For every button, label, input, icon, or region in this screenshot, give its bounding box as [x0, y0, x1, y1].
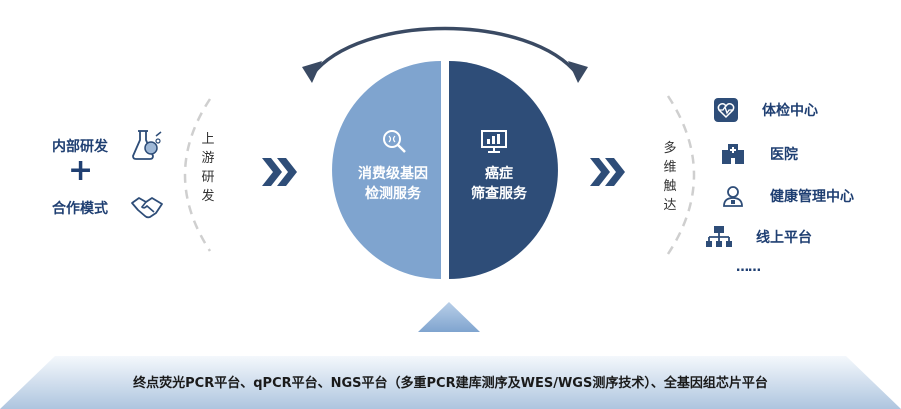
right-item-checkup-center: 体检中心: [714, 98, 818, 122]
platform-band: [0, 356, 901, 409]
center-circle-shape: [332, 61, 558, 279]
monitor-chart-icon: [481, 130, 507, 153]
doctor-icon: [723, 186, 743, 207]
right-chevrons: [590, 158, 625, 186]
upstream-rd-text: 上 游 研 发: [201, 132, 215, 204]
cycle-arrow: [302, 26, 588, 83]
handshake-icon: [131, 197, 163, 219]
up-triangle: [418, 302, 480, 332]
right-item-label: 体检中心: [762, 103, 818, 119]
left-dashed-arc: [183, 98, 212, 252]
magnifier-icon: [383, 130, 406, 153]
right-item-label: 线上平台: [756, 230, 812, 246]
cancer-screening-label: 癌症 筛查服务: [471, 166, 527, 202]
internal-rd-label: 内部研发: [52, 139, 108, 155]
network-icon: [706, 226, 732, 247]
right-item-label: 医院: [770, 147, 798, 163]
platform-text: 终点荧光PCR平台、qPCR平台、NGS平台（多重PCR建库测序及WES/WGS…: [133, 376, 768, 391]
multi-reach-text: 多 维 触 达: [663, 141, 677, 213]
cooperation-label: 合作模式: [52, 201, 108, 217]
hospital-icon: [722, 144, 744, 164]
right-dashed-arc: [666, 95, 696, 255]
right-item-hospital: 医院: [722, 144, 798, 164]
plus-sign: +: [68, 153, 94, 188]
lab-flask-icon: [132, 130, 162, 160]
consumer-gene-test-label: 消费级基因 检测服务: [358, 166, 428, 202]
left-chevrons: [262, 158, 297, 186]
right-item-label: 健康管理中心: [770, 189, 854, 205]
right-item-online-platform: 线上平台: [706, 226, 812, 248]
heart-monitor-icon: [714, 98, 738, 122]
center-circle: 消费级基因 检测服务 癌症 筛查服务: [332, 58, 558, 282]
more-ellipsis: ……: [736, 260, 761, 275]
right-item-health-mgmt: 健康管理中心: [722, 185, 854, 207]
